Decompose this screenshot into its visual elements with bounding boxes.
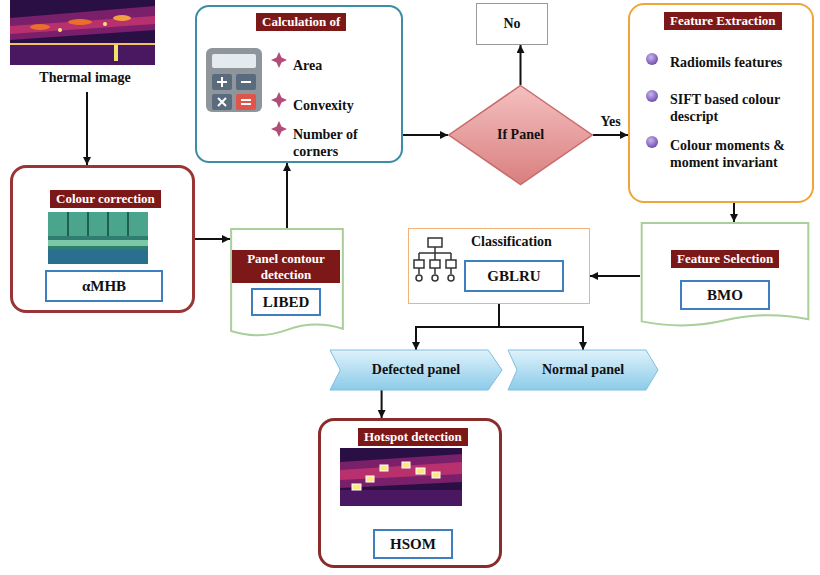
heading-tab: Colour correction xyxy=(50,190,161,208)
shape-outline xyxy=(642,223,809,325)
method-box: HSOM xyxy=(373,529,453,559)
method-box: LIBED xyxy=(251,288,321,316)
node-text: Radiomils features xyxy=(670,55,810,72)
method-box: αMHB xyxy=(45,270,163,302)
node-text: BMO xyxy=(707,287,743,304)
node-text: LIBED xyxy=(263,294,310,311)
arrow-connector xyxy=(403,134,448,136)
node-text: αMHB xyxy=(82,278,126,295)
result-band: Normal panel xyxy=(508,350,658,390)
image-node: Thermal image xyxy=(5,0,169,92)
method-box: GBLRU xyxy=(464,260,564,292)
panel-picture xyxy=(48,212,148,264)
arrow-connector xyxy=(590,275,640,277)
heading-tab: Feature Extraction xyxy=(664,12,782,30)
node-text: Area xyxy=(293,58,393,75)
arrow-connector xyxy=(86,92,88,165)
result-band: Defected panel xyxy=(330,350,502,390)
circle-bullets xyxy=(646,53,658,148)
arrow-connector xyxy=(195,238,230,240)
node-text: Colour moments & moment invariant xyxy=(670,138,810,172)
arrow-connector xyxy=(381,390,383,418)
heading-tab: Hotspot detection xyxy=(358,428,468,446)
arrow-connector xyxy=(733,203,735,222)
edge-label: Yes xyxy=(599,114,623,131)
node-text: Defected panel xyxy=(372,362,460,379)
hotspot-picture xyxy=(340,448,462,506)
shape-outline xyxy=(231,229,343,335)
document-outline xyxy=(640,222,810,330)
document-box: Panel contour detectionLIBED xyxy=(230,228,344,340)
node-text: Normal panel xyxy=(542,362,624,379)
result-box: No xyxy=(476,3,548,45)
process-box: Colour correction αMHB xyxy=(10,165,195,313)
heading-tab: Feature Selection xyxy=(671,250,779,268)
node-text: SIFT based colour descript xyxy=(670,92,810,126)
arrow-connector xyxy=(286,163,288,228)
thermal-picture xyxy=(10,0,155,65)
node-text: HSOM xyxy=(390,536,436,553)
process-box: ClassificationGBLRU xyxy=(408,228,590,304)
arrow-connector xyxy=(593,134,628,136)
tree-icon xyxy=(414,238,456,281)
shape-outline xyxy=(508,350,658,390)
node-text: Convexity xyxy=(293,98,393,115)
calculator-icon xyxy=(206,48,262,112)
heading-tab: Panel contour detection xyxy=(232,250,340,283)
node-text: If Panel xyxy=(497,127,544,144)
arrow-connector xyxy=(499,304,583,350)
arrow-connector xyxy=(416,304,499,350)
document-box: Feature SelectionBMO xyxy=(640,222,810,330)
node-text: Number of corners xyxy=(293,127,393,161)
shape-outline xyxy=(449,86,593,185)
method-box: BMO xyxy=(680,280,770,310)
document-outline xyxy=(230,228,344,340)
process-box: Hotspot detectionHSOM xyxy=(318,418,502,568)
process-box: Calculation of AreaConvexityNumber of cor… xyxy=(195,5,403,163)
node-text: Classification xyxy=(471,234,586,251)
heading-tab: Calculation of xyxy=(256,13,346,31)
process-box: Feature ExtractionRadiomils featuresSIFT… xyxy=(628,3,814,203)
shape-outline xyxy=(330,350,502,390)
star-bullets xyxy=(271,52,287,137)
decision-diamond: If Panel xyxy=(448,85,593,185)
arrow-connector xyxy=(520,45,522,85)
node-text: Thermal image xyxy=(5,70,165,87)
node-text: GBLRU xyxy=(487,268,540,285)
node-text: No xyxy=(503,16,520,33)
